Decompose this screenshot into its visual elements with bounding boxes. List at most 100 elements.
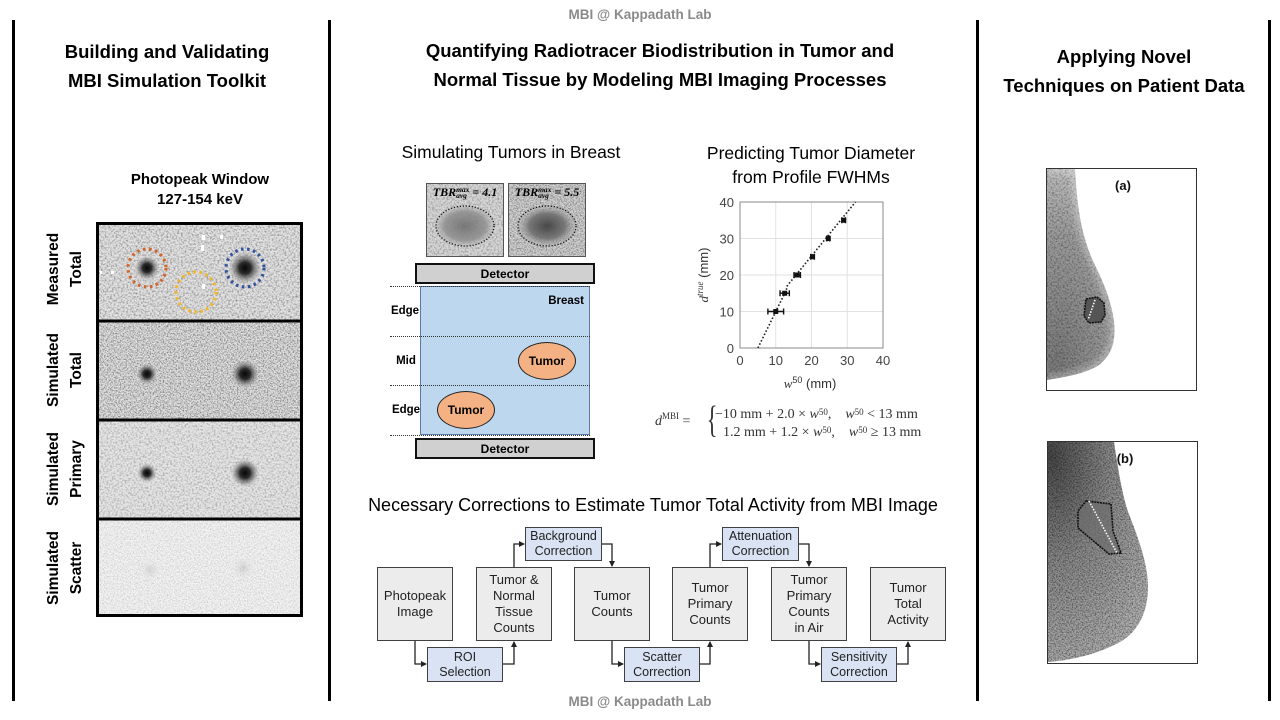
- y-axis-unit: (mm): [696, 248, 711, 282]
- tbr-value: = 4.1: [472, 185, 498, 199]
- profile-line: [1088, 500, 1118, 554]
- data-point: [773, 309, 779, 314]
- correction-sensitivity: Sensitivity Correction: [821, 647, 897, 682]
- arrow-connector: [414, 641, 427, 667]
- arrow-connector: [602, 543, 615, 567]
- profile-line: [1087, 299, 1096, 321]
- panel-simulated-scatter: [96, 519, 303, 617]
- tumor-spot: [230, 359, 260, 389]
- patient-image-a-render: (a): [1047, 169, 1131, 383]
- arrow-connector: [503, 641, 517, 665]
- data-point: [825, 236, 831, 241]
- arrow-connector: [700, 641, 713, 665]
- data-point: [794, 272, 800, 278]
- roi-circle-left-tumor: [126, 247, 168, 289]
- x-tick-label: 10: [769, 353, 783, 368]
- right-section-title: Applying Novel Techniques on Patient Dat…: [980, 42, 1268, 100]
- case-cond: ≥ 13 mm: [867, 425, 922, 440]
- x-axis-label: w50 (mm): [784, 375, 837, 391]
- label-line: Measured: [45, 232, 62, 306]
- case-expr: 1.2 mm + 1.2 ×: [723, 425, 814, 440]
- case-cond-var: w: [845, 407, 855, 422]
- tumor-spot: [136, 363, 158, 385]
- label-line: Total: [68, 352, 85, 388]
- case-cond-sup: 50: [854, 407, 864, 417]
- x-tick-label: 30: [840, 353, 854, 368]
- y-tick-label: 10: [720, 305, 734, 320]
- chart-title-line: from Profile FWHMs: [732, 167, 890, 187]
- tumor-spot: [230, 458, 260, 488]
- equation-lhs: dMBI =: [655, 411, 690, 430]
- photopeak-window-label: Photopeak Window 127-154 keV: [100, 170, 300, 210]
- step-photopeak-image: Photopeak Image: [377, 567, 453, 641]
- data-point: [810, 254, 816, 260]
- detector-top: Detector: [415, 263, 595, 284]
- x-axis-unit: (mm): [802, 376, 836, 391]
- correction-scatter: Scatter Correction: [624, 647, 700, 682]
- y-tick-label: 0: [727, 341, 734, 356]
- scatter-spot: [138, 558, 162, 582]
- panel-label-simulated-total: Simulated Total: [42, 315, 88, 425]
- patient-image-b: (b): [1047, 441, 1198, 664]
- panel-measured-total: [96, 222, 303, 321]
- label-line: Simulated: [45, 530, 62, 606]
- case-sep: ,: [831, 425, 835, 440]
- title-line: Applying Novel: [1056, 46, 1192, 67]
- step-tumor-primary-counts-in-air: Tumor Primary Counts in Air: [771, 567, 847, 641]
- case-sup: 50: [818, 407, 828, 417]
- y-axis-label: dtrue (mm): [695, 248, 711, 303]
- arrow-connector: [799, 543, 812, 567]
- tbr-image-render: [427, 184, 503, 256]
- zone-label-mid: Mid: [396, 355, 416, 367]
- case-sep: ,: [827, 407, 832, 422]
- case-var: w: [809, 407, 819, 422]
- label-line: Scatter: [68, 541, 85, 595]
- equation-case-1: −10 mm + 2.0 × w50, w50 < 13 mm: [715, 407, 918, 423]
- tbr-image-render: [509, 184, 585, 256]
- tbr-sup: max: [456, 185, 470, 195]
- hot-pixel-specks: [100, 235, 223, 289]
- arrow-connector: [897, 641, 911, 665]
- flow-title: Necessary Corrections to Estimate Tumor …: [368, 495, 938, 515]
- window-name: Photopeak Window: [130, 171, 270, 188]
- window-range: 127-154 keV: [157, 191, 243, 208]
- plot-area-frame: [739, 201, 884, 349]
- equation-brace: {: [706, 399, 718, 441]
- x-tick-label: 20: [804, 353, 818, 368]
- breast-label: Breast: [548, 295, 584, 307]
- panel-label-measured-total: Measured Total: [42, 214, 88, 324]
- divider-center-left: [328, 20, 331, 701]
- roi-circle-background: [174, 270, 218, 314]
- zone-divider: [390, 336, 590, 337]
- case-cond-sup: 50: [858, 425, 868, 435]
- panel-label-simulated-scatter: Simulated Scatter: [42, 513, 88, 623]
- label-line: Simulated: [45, 332, 62, 408]
- center-section-title: Quantifying Radiotracer Biodistribution …: [340, 36, 980, 94]
- zone-label-edge-bottom: Edge: [391, 404, 421, 416]
- tbr-symbol: TBR: [514, 185, 539, 199]
- arrow-connector: [808, 641, 821, 667]
- divider-right: [1268, 20, 1271, 701]
- step-tumor-primary-counts: Tumor Primary Counts: [672, 567, 748, 641]
- chart-title-line: Predicting Tumor Diameter: [706, 143, 916, 163]
- tumor-spot: [228, 251, 262, 285]
- tbr-value: = 5.5: [554, 185, 580, 199]
- x-axis-var: w: [784, 376, 793, 391]
- x-tick-label: 0: [736, 353, 743, 368]
- scatter-spot: [230, 555, 256, 581]
- y-axis-var: d: [696, 295, 711, 302]
- image-label-a: (a): [1115, 178, 1131, 193]
- label-line: Primary: [68, 440, 85, 498]
- diameter-equation: dMBI = { −10 mm + 2.0 × w50, w50 < 13 mm…: [655, 400, 955, 444]
- title-line: Quantifying Radiotracer Biodistribution …: [425, 40, 895, 61]
- eq-lhs-sup: MBI: [662, 411, 680, 421]
- data-point: [841, 217, 847, 223]
- data-point: [782, 290, 788, 296]
- case-var: w: [813, 425, 823, 440]
